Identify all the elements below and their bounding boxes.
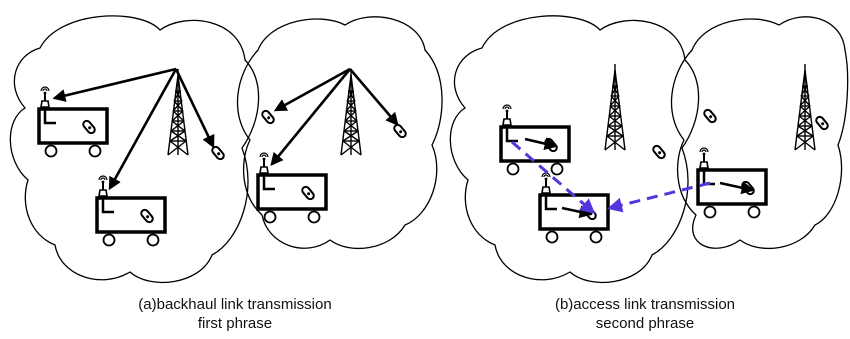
access-link-arrow xyxy=(524,137,558,150)
vehicle-relay-icon xyxy=(501,105,569,175)
vehicle-relay-icon xyxy=(39,87,107,157)
cell-tower-icon xyxy=(604,63,626,151)
caption-line: (b)access link transmission xyxy=(554,296,736,313)
backhaul-link-arrow xyxy=(174,68,215,149)
backhaul-link-arrow xyxy=(270,68,352,167)
cell-cloud-outline xyxy=(236,16,443,250)
backhaul-link-arrow xyxy=(52,67,177,102)
cell-tower-icon xyxy=(340,68,362,156)
mobile-phone-icon xyxy=(209,144,227,162)
vehicle-relay-icon xyxy=(540,173,608,243)
caption-line: first phrase xyxy=(197,315,273,332)
vehicle-relay-icon xyxy=(258,153,326,223)
mobile-phone-icon xyxy=(813,114,831,132)
panel-a xyxy=(9,15,443,284)
mobile-phone-icon xyxy=(259,108,277,126)
caption-line: (a)backhaul link transmission xyxy=(138,296,332,313)
relay-link-arrow xyxy=(511,140,596,214)
panel-a-caption: (a)backhaul link transmission first phra… xyxy=(110,295,360,333)
access-link-arrow xyxy=(719,181,755,195)
vehicle-relay-icon xyxy=(97,176,165,246)
cell-tower-icon xyxy=(794,63,816,151)
cell-cloud-outline xyxy=(670,16,849,250)
cell-cloud-outline xyxy=(9,15,260,284)
cell-tower-icon xyxy=(167,68,189,156)
mobile-phone-icon xyxy=(701,107,719,125)
caption-line: second phrase xyxy=(595,315,695,332)
access-link-arrow xyxy=(561,205,593,219)
backhaul-link-arrow xyxy=(349,68,399,126)
panel-b xyxy=(449,15,849,284)
cell-cloud-outline xyxy=(449,15,700,284)
backhaul-link-arrow xyxy=(273,67,351,112)
mobile-phone-icon xyxy=(650,143,668,161)
backhaul-link-arrow xyxy=(108,68,178,191)
panel-b-caption: (b)access link transmission second phras… xyxy=(520,295,770,333)
mobile-phone-icon xyxy=(391,122,409,140)
relay-link-arrow xyxy=(607,181,711,213)
